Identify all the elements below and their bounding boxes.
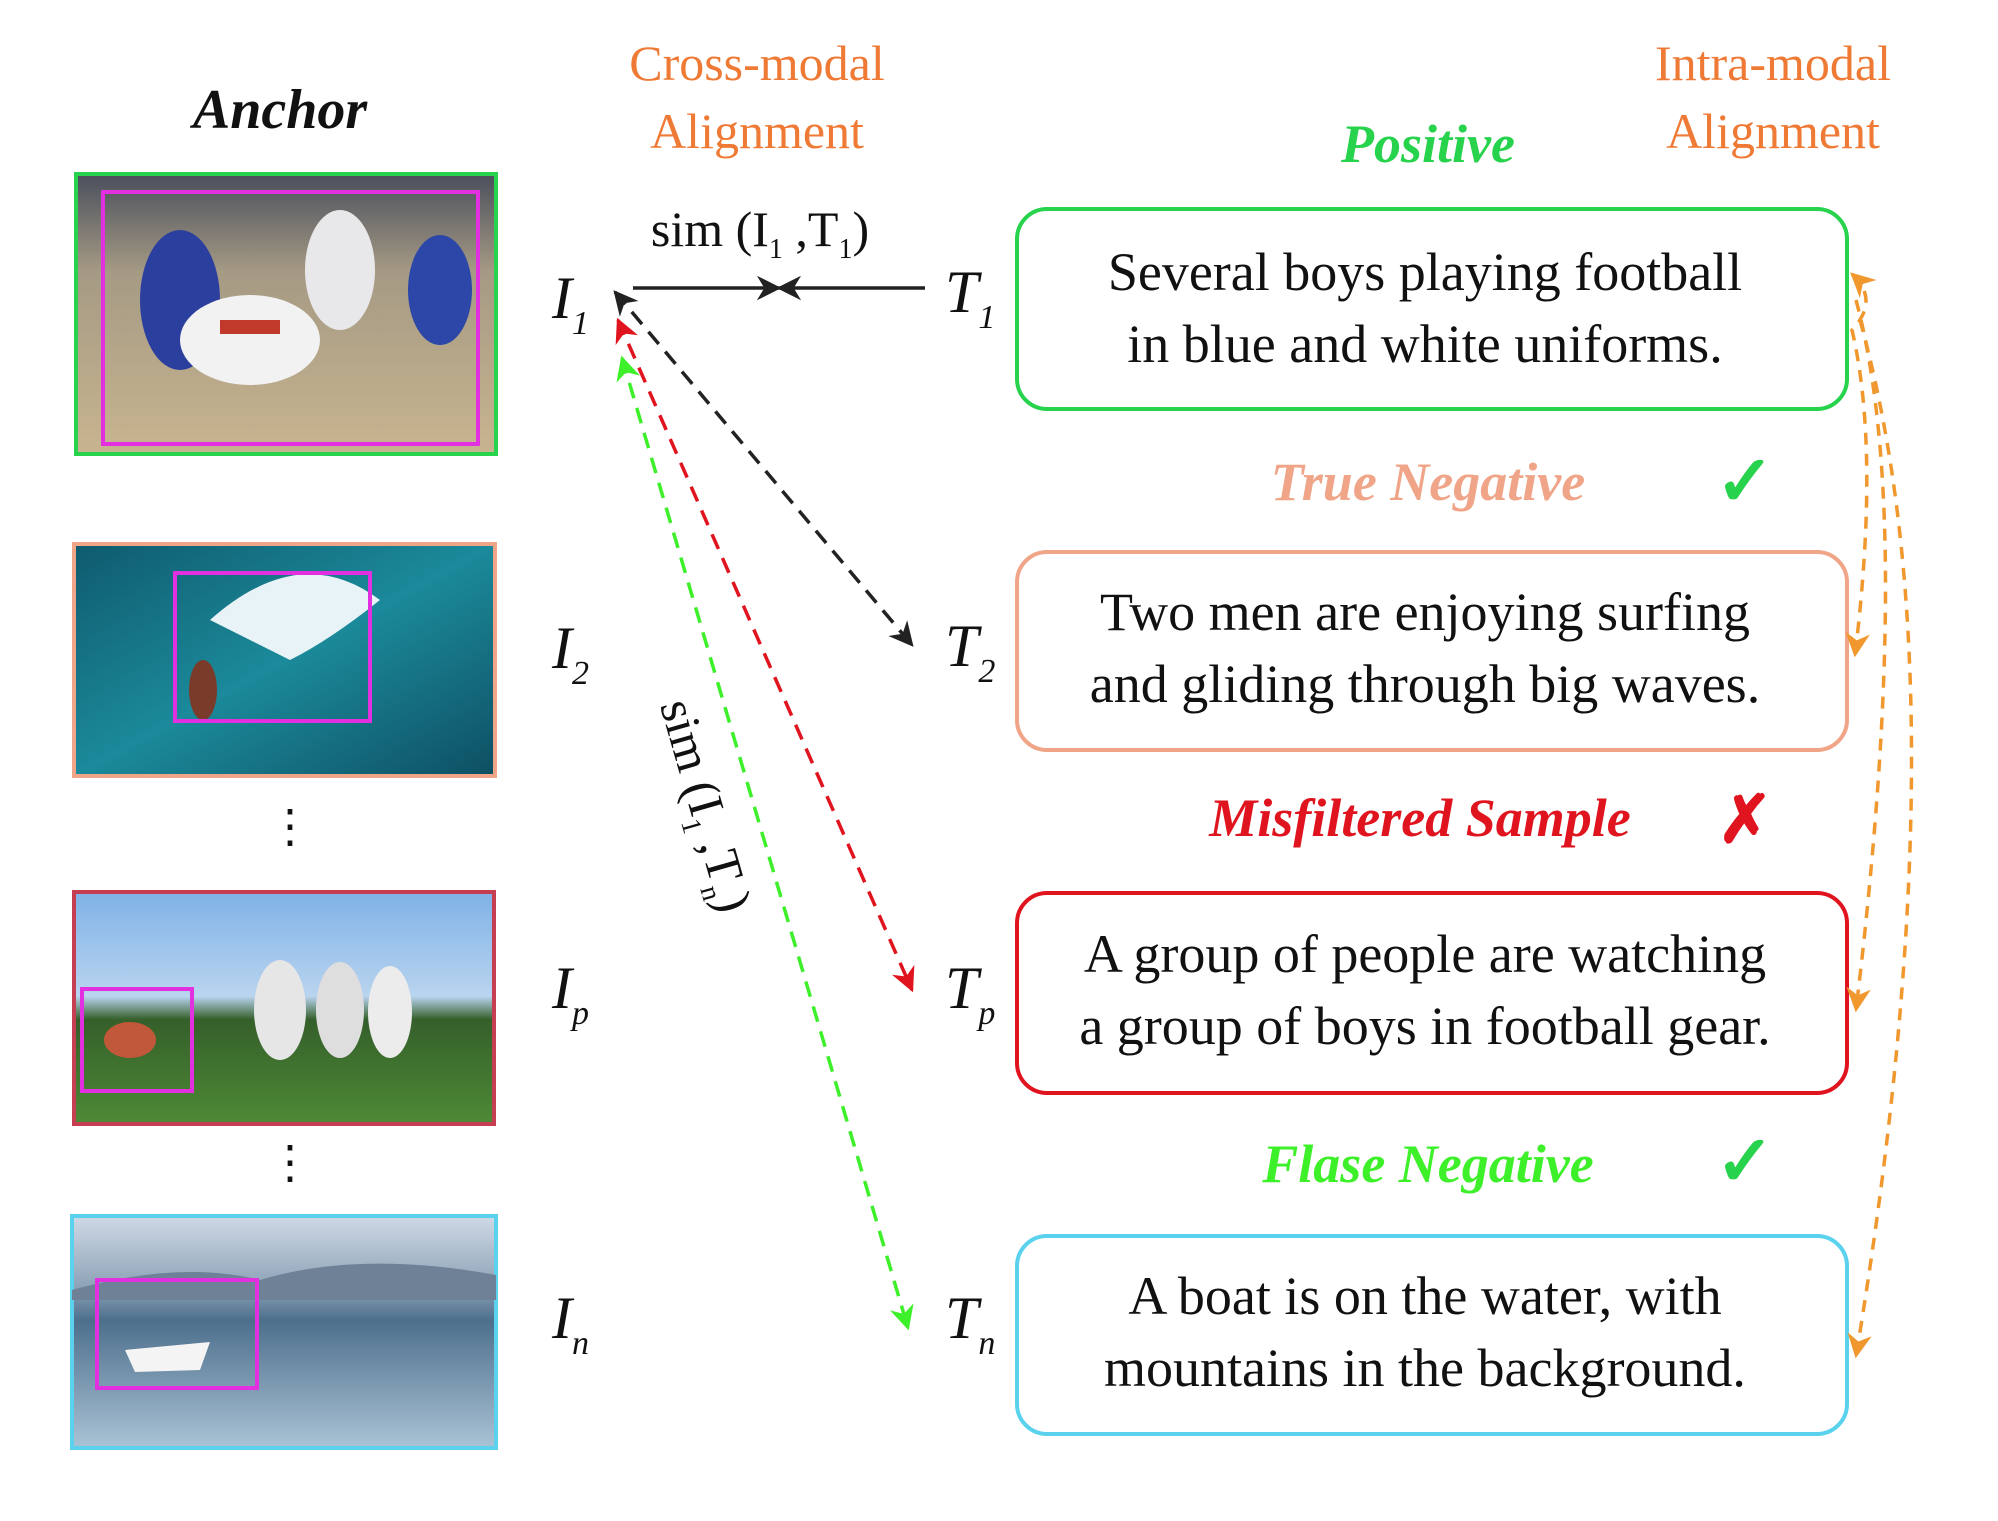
text-box-t2-line2: and gliding through big waves. <box>1090 654 1760 714</box>
true-negative-label: True Negative <box>1271 452 1585 512</box>
text-box-t1 <box>1015 207 1849 411</box>
image-i2-label: I2 <box>551 615 589 692</box>
misfiltered-label: Misfiltered Sample <box>1208 788 1630 848</box>
text-t2-label: T2 <box>945 613 995 690</box>
text-box-tn-line2: mountains in the background. <box>1104 1338 1746 1398</box>
sim-diag-label: sim (I1 ,Tn) <box>642 693 764 920</box>
text-box-tp <box>1015 891 1849 1095</box>
text-box-t2-line1: Two men are enjoying surfing <box>1100 582 1750 642</box>
positive-label: Positive <box>1340 114 1515 174</box>
arrow-i1-tn-dashed <box>616 355 914 1331</box>
anchor-header: Anchor <box>190 79 368 141</box>
arrow-i1-t2-dashed <box>613 290 914 647</box>
text-box-tn-line1: A boat is on the water, with <box>1128 1266 1721 1326</box>
text-box-tn <box>1015 1234 1849 1436</box>
text-tp-label: Tp <box>945 955 995 1032</box>
intra-modal-header-line2: Alignment <box>1666 103 1880 159</box>
cross-icon-misfiltered: ✗ <box>1717 784 1772 857</box>
intra-modal-arrows <box>1845 272 1914 1359</box>
image-i2-surfing-photo <box>72 542 497 778</box>
image-i1-football-photo <box>74 172 498 456</box>
image-in-boat-photo <box>70 1214 498 1450</box>
intra-arrow-t1-t2 <box>1845 272 1877 658</box>
text-box-tp-line2: a group of boys in football gear. <box>1079 996 1770 1056</box>
sim-top-label: sim (I1 ,T1) <box>651 201 869 265</box>
check-icon-true-negative: ✓ <box>1716 444 1775 521</box>
ellipsis-1: ⋮ <box>267 801 313 852</box>
false-negative-label: Flase Negative <box>1261 1134 1593 1194</box>
text-box-t1-line2: in blue and white uniforms. <box>1127 314 1722 374</box>
check-icon-false-negative: ✓ <box>1716 1124 1775 1201</box>
image-in-label: In <box>551 1285 589 1362</box>
cross-modal-header-line1: Cross-modal <box>629 35 885 91</box>
ellipsis-2: ⋮ <box>267 1137 313 1188</box>
text-tn-label: Tn <box>945 1285 995 1362</box>
image-ip-field-photo <box>72 890 496 1126</box>
image-i1-label: I1 <box>551 265 589 342</box>
text-box-tp-line1: A group of people are watching <box>1084 924 1766 984</box>
intra-modal-header-line1: Intra-modal <box>1655 35 1891 91</box>
image-ip-label: Ip <box>551 955 589 1032</box>
text-t1-label: T1 <box>945 259 995 336</box>
text-box-t1-line1: Several boys playing football <box>1108 242 1742 302</box>
cross-modal-header-line2: Alignment <box>650 103 864 159</box>
arrow-i1-tp-dashed <box>615 317 915 993</box>
